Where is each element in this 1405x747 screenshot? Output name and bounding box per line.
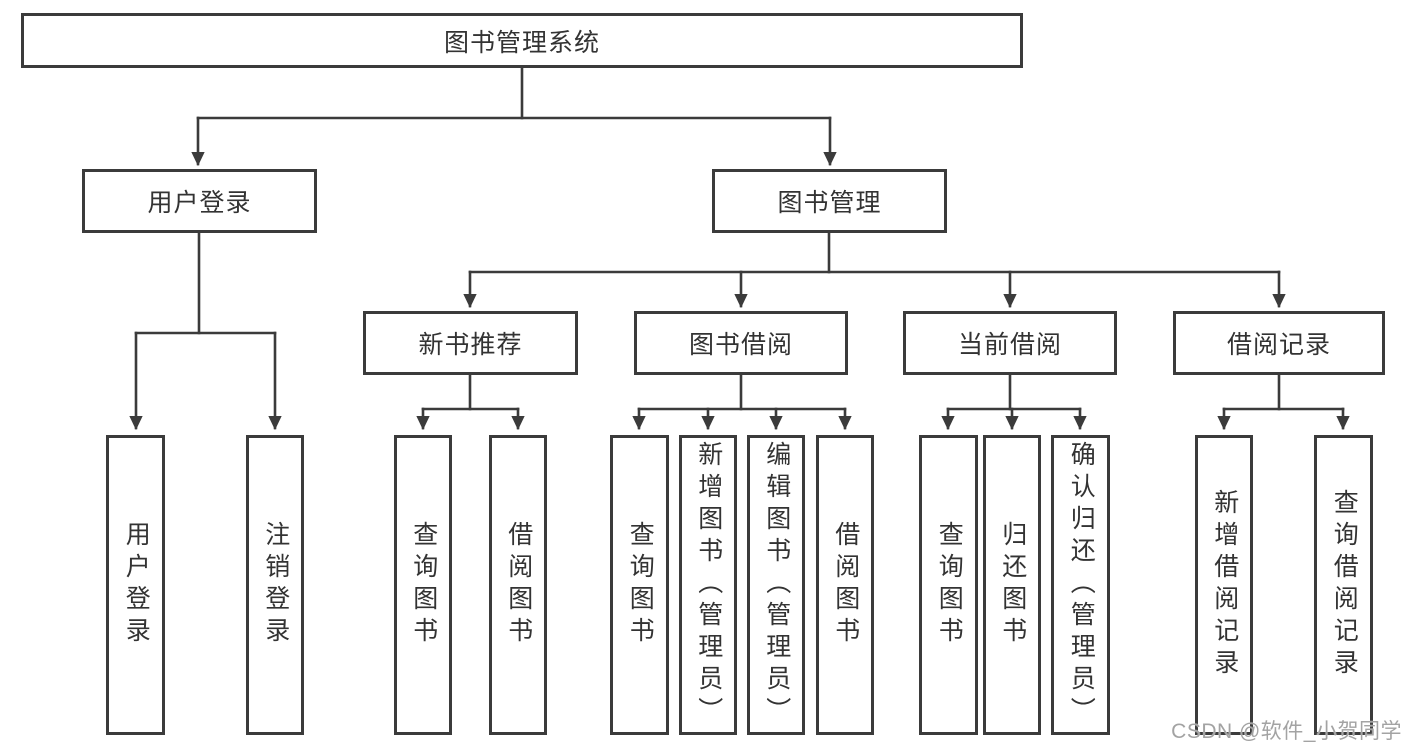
leaf-logout: 注销登录 (246, 435, 304, 735)
node-current-borrow: 当前借阅 (903, 311, 1117, 375)
node-library-management-system: 图书管理系统 (21, 13, 1023, 68)
leaf-label: 查询图书 (409, 521, 438, 649)
leaf-label: 新增借阅记录 (1210, 489, 1239, 681)
leaf-add-borrow-record: 新增借阅记录 (1195, 435, 1253, 735)
leaf-label: 查询借阅记录 (1330, 489, 1359, 681)
leaf-query-books-current: 查询图书 (919, 435, 978, 735)
leaf-edit-book-admin: 编辑图书（管理员） (747, 435, 805, 735)
leaf-label: 注销登录 (261, 521, 290, 649)
leaf-label: 归还图书 (998, 521, 1027, 649)
node-borrow-records: 借阅记录 (1173, 311, 1385, 375)
leaf-label: 借阅图书 (504, 521, 533, 649)
leaf-borrow-books: 借阅图书 (816, 435, 874, 735)
leaf-query-borrow-record: 查询借阅记录 (1314, 435, 1373, 735)
leaf-label: 用户登录 (122, 521, 151, 649)
leaf-label: 借阅图书 (831, 521, 860, 649)
leaf-label: 查询图书 (626, 521, 655, 649)
leaf-user-login: 用户登录 (106, 435, 165, 735)
node-book-management: 图书管理 (712, 169, 947, 233)
node-book-borrow: 图书借阅 (634, 311, 848, 375)
leaf-label: 确认归还（管理员） (1067, 441, 1096, 729)
leaf-confirm-return-admin: 确认归还（管理员） (1051, 435, 1110, 735)
leaf-borrow-books-recommend: 借阅图书 (489, 435, 547, 735)
leaf-label: 编辑图书（管理员） (762, 441, 791, 729)
csdn-watermark: CSDN @软件_小贺同学 (1171, 720, 1402, 743)
node-new-book-recommend: 新书推荐 (363, 311, 578, 375)
leaf-label: 查询图书 (935, 521, 964, 649)
node-user-login: 用户登录 (82, 169, 317, 233)
leaf-label: 新增图书（管理员） (694, 441, 723, 729)
leaf-add-book-admin: 新增图书（管理员） (679, 435, 737, 735)
leaf-query-books-borrow: 查询图书 (610, 435, 669, 735)
leaf-return-book: 归还图书 (983, 435, 1041, 735)
leaf-query-books-recommend: 查询图书 (394, 435, 452, 735)
